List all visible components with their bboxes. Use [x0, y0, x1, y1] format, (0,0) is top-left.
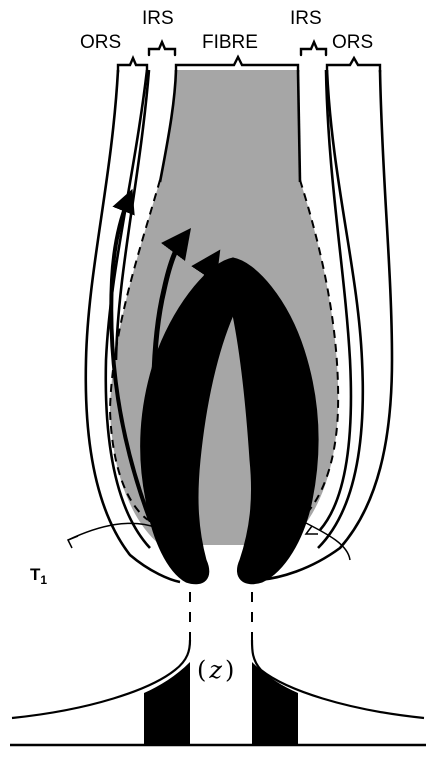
brace-irs-right [301, 42, 326, 55]
label-ors-right: ORS [332, 32, 373, 53]
brace-fibre [176, 57, 298, 72]
right-bar [252, 662, 298, 745]
label-zone: (z) [197, 656, 234, 684]
label-ors-left: ORS [80, 32, 121, 53]
papilla-connectors [190, 592, 252, 640]
brace-irs-left [149, 42, 175, 55]
label-fibre: FIBRE [202, 32, 258, 53]
label-t1: T1 [30, 565, 47, 587]
label-irs-left: IRS [142, 8, 174, 29]
label-irs-right: IRS [290, 8, 322, 29]
brace-ors-right [327, 58, 380, 72]
brace-ors-left [118, 58, 147, 72]
